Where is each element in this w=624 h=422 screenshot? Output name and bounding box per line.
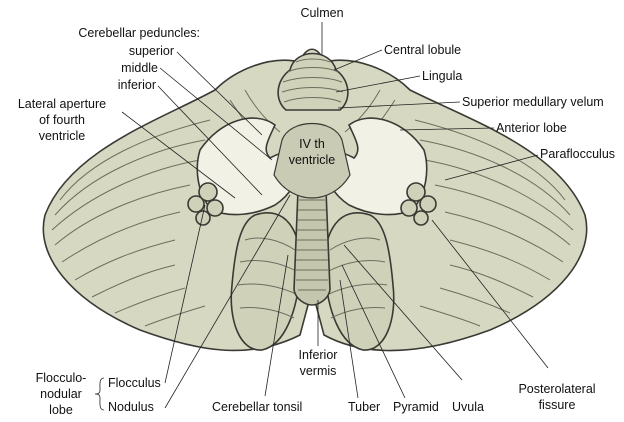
label-inferior: inferior (117, 78, 156, 92)
label-cerebellar-peduncles: Cerebellar peduncles: (78, 26, 200, 40)
label-inferior-vermis-line1: Inferior (298, 348, 338, 362)
label-lateral-aperture-line1: Lateral aperture (17, 97, 107, 111)
left-tonsil-shape (230, 212, 301, 351)
label-cerebellar-tonsil: Cerebellar tonsil (212, 400, 303, 414)
label-flocculonodular-line3: lobe (49, 403, 73, 417)
label-fourth-ventricle-line2: ventricle (288, 153, 336, 167)
label-lingula: Lingula (422, 69, 463, 83)
label-superior: superior (128, 44, 174, 58)
flocculonodular-bracket (94, 377, 105, 411)
vermis-folia (281, 58, 344, 103)
label-tuber: Tuber (348, 400, 381, 414)
label-lateral-aperture-line3: ventricle (38, 129, 86, 143)
inferior-vermis-folia (295, 199, 329, 291)
label-anterior-lobe: Anterior lobe (496, 121, 567, 135)
inferior-vermis-shape (293, 189, 331, 306)
label-middle: middle (121, 61, 158, 75)
label-fourth-ventricle-line1: IV th (299, 137, 325, 151)
label-flocculonodular-line1: Flocculo- (35, 371, 87, 385)
left-hemisphere-folia (51, 89, 281, 327)
label-flocculus: Flocculus (108, 376, 161, 390)
label-culmen: Culmen (300, 6, 344, 20)
tonsil-folia (237, 237, 388, 319)
fourth-ventricle-shape (273, 122, 351, 199)
label-posterolateral-fissure-line1: Posterolateral (518, 382, 596, 396)
label-paraflocculus: Paraflocculus (540, 147, 616, 161)
label-lateral-aperture-line2: of fourth (39, 113, 85, 127)
label-posterolateral-fissure-line2: fissure (538, 398, 576, 412)
label-superior-medullary-velum: Superior medullary velum (462, 95, 604, 109)
label-pyramid: Pyramid (393, 400, 439, 414)
label-nodulus: Nodulus (108, 400, 154, 414)
label-uvula: Uvula (452, 400, 484, 414)
label-central-lobule: Central lobule (384, 43, 462, 57)
label-flocculonodular-line2: nodular (40, 387, 82, 401)
left-flocculus-shape (187, 182, 224, 226)
right-tonsil-shape (324, 212, 395, 351)
label-inferior-vermis-line2: vermis (299, 364, 337, 378)
leader-lines (121, 22, 549, 409)
right-flocculus-shape (400, 182, 437, 226)
